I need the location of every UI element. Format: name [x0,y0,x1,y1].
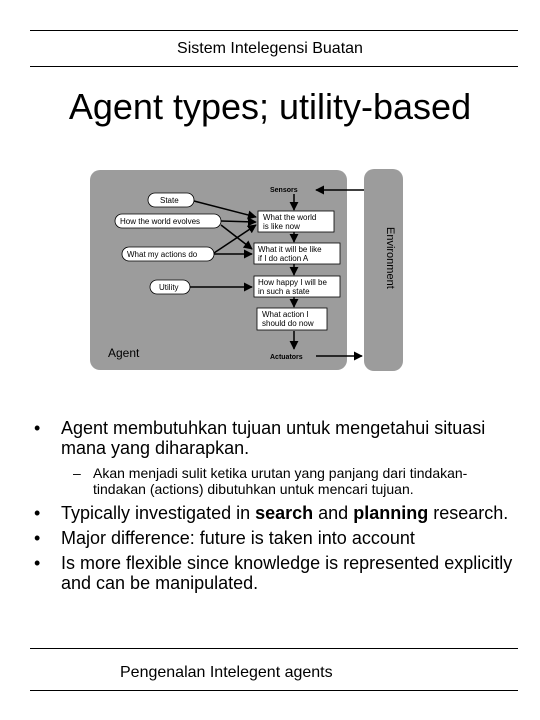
bullet-text: Major difference: future is taken into a… [61,528,415,548]
state-oval [147,192,195,208]
header-rule-top [30,30,518,31]
how-happy-box [253,275,341,298]
what-action-line1: What action I [262,310,309,319]
bold-search: search [255,503,314,523]
slide-title: Agent types; utility-based [68,86,472,127]
agent-box [90,170,347,370]
sub-bullet-list: Akan menjadi sulit ketika urutan yang pa… [61,465,520,497]
bullet-list: Agent membutuhkan tujuan untuk mengetahu… [30,418,520,598]
bullet-text: Typically investigated in [61,503,256,523]
world-if-action-line1: What it will be like [258,245,322,254]
what-action-box [256,307,328,331]
environment-label: Environment [384,227,396,289]
world-if-action-box [253,242,341,265]
environment-box [364,169,403,371]
footer-title: Pengenalan Intelegent agents [120,664,333,681]
sensors-label: Sensors [270,187,298,194]
header-title: Sistem Intelegensi Buatan [177,40,363,57]
utility-agent-diagram: Environment Sensors Actuators Agent Stat… [90,169,403,371]
world-like-now-line2: is like now [263,222,300,231]
world-evolves-label: How the world evolves [120,217,200,226]
world-if-action-line2: if I do action A [258,254,309,263]
header-rule-bottom [30,66,518,67]
sub-bullet-item: Akan menjadi sulit ketika urutan yang pa… [61,465,520,497]
bold-planning: planning [353,503,429,523]
bullet-text: Agent membutuhkan tujuan untuk mengetahu… [61,418,486,458]
how-happy-line1: How happy I will be [258,278,327,287]
agent-label: Agent [108,346,140,360]
world-like-now-box [257,210,335,233]
footer-rule-bottom [30,690,518,691]
how-happy-line2: in such a state [258,287,310,296]
bullet-item: Agent membutuhkan tujuan untuk mengetahu… [30,418,520,497]
bullet-item: Typically investigated in search and pla… [30,503,520,523]
bullet-text: Is more flexible since knowledge is repr… [61,553,513,593]
my-actions-label: What my actions do [127,250,198,259]
bullet-item: Major difference: future is taken into a… [30,528,520,548]
bullet-text: and [313,503,354,523]
what-action-line2: should do now [262,319,314,328]
world-like-now-line1: What the world [263,213,316,222]
utility-label: Utility [159,283,179,292]
bullet-item: Is more flexible since knowledge is repr… [30,553,520,593]
actuators-label: Actuators [270,354,303,361]
bullet-text: research. [428,503,509,523]
footer-rule-top [30,648,518,649]
state-label: State [160,196,179,205]
